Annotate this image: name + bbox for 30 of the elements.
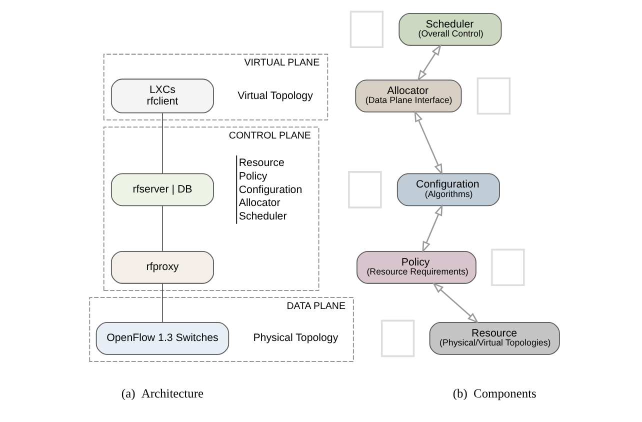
- node-box: [476, 77, 511, 115]
- node-box: Policy (Resource Requirements): [356, 250, 476, 284]
- connector: [162, 112, 163, 174]
- label: Configuration: [238, 184, 302, 196]
- node-box: rfproxy: [110, 250, 214, 284]
- connector: [162, 283, 163, 323]
- node-box: LXCs rfclient: [110, 78, 214, 114]
- node-box: [380, 320, 415, 358]
- node-box: Configuration (Algorithms): [396, 173, 500, 206]
- node-label: Virtual Topology: [238, 90, 313, 102]
- label: Policy: [238, 170, 268, 183]
- node-box: Scheduler (Overall Control): [398, 12, 502, 46]
- arrow: [417, 44, 442, 82]
- node-box: rfserver | DB: [110, 173, 214, 206]
- node-box: [350, 10, 384, 48]
- label: (a) Architecture: [121, 386, 204, 401]
- label: (b) Components: [452, 386, 536, 401]
- connector: [162, 206, 163, 252]
- node-box: OpenFlow 1.3 Switches: [96, 322, 230, 355]
- node-box: Resource (Physical/Virtual Topologies): [429, 322, 560, 355]
- arrow: [432, 282, 479, 324]
- node-box: [348, 171, 382, 208]
- label: Allocator: [238, 197, 280, 210]
- node-box: Allocator (Data Plane Interface): [355, 80, 462, 112]
- node-label: Physical Topology: [253, 332, 338, 344]
- node-box: [491, 248, 525, 286]
- label: Scheduler: [238, 210, 287, 223]
- arrow: [422, 204, 443, 254]
- label: Resource: [238, 157, 284, 170]
- arrow: [414, 110, 443, 176]
